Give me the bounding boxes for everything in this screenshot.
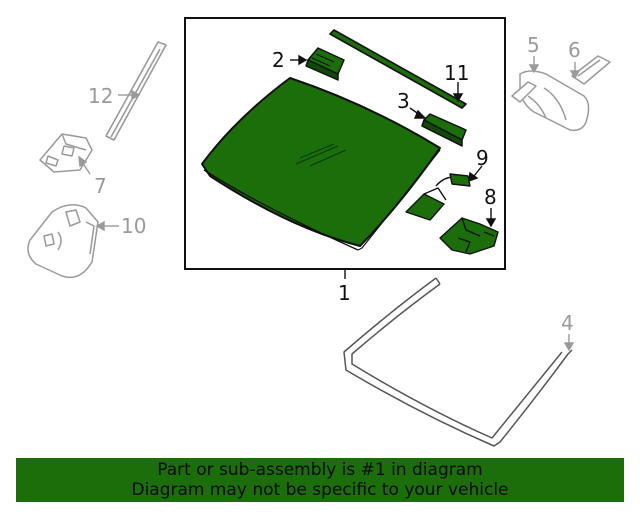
callout-11-leader: [452, 82, 464, 103]
part-12-molding-strip[interactable]: [105, 41, 167, 141]
callout-9-leader: [468, 165, 483, 183]
part-11-upper-molding[interactable]: [329, 29, 467, 109]
callout-4-leader: [563, 334, 575, 352]
callout-10: 10: [121, 214, 146, 238]
part-3-bracket[interactable]: [421, 113, 467, 147]
part-9-sensor[interactable]: [405, 173, 471, 221]
callout-10-leader: [95, 220, 119, 232]
part-5-rearview-mirror[interactable]: [511, 70, 590, 132]
part-8-mount-bracket[interactable]: [439, 217, 499, 255]
callout-3: 3: [397, 89, 410, 113]
callout-9: 9: [476, 146, 489, 170]
callout-7-leader: [78, 155, 91, 175]
callout-12: 12: [88, 84, 113, 108]
callout-5: 5: [527, 33, 540, 57]
callout-6: 6: [568, 38, 581, 62]
callout-11: 11: [444, 61, 469, 85]
callout-3-leader: [409, 107, 427, 119]
part-4-windshield-seal[interactable]: [343, 277, 573, 447]
callout-6-leader: [569, 62, 581, 80]
callout-2: 2: [272, 48, 285, 72]
part-1-windshield[interactable]: [201, 77, 441, 251]
callout-8: 8: [484, 185, 497, 209]
callout-2-leader: [290, 54, 308, 66]
callout-8-leader: [485, 208, 497, 228]
banner-line-2: Diagram may not be specific to your vehi…: [131, 480, 509, 500]
callout-1: 1: [338, 281, 351, 305]
banner-line-1: Part or sub-assembly is #1 in diagram: [157, 460, 483, 480]
callout-7: 7: [94, 174, 107, 198]
part-2-sensor-bracket[interactable]: [305, 47, 345, 81]
part-10-mirror-cover[interactable]: [27, 204, 99, 279]
callout-5-leader: [528, 56, 540, 74]
part-6-clip[interactable]: [571, 55, 611, 85]
callout-12-leader: [118, 89, 141, 101]
info-banner: Part or sub-assembly is #1 in diagram Di…: [16, 458, 624, 502]
callout-4: 4: [561, 311, 574, 335]
